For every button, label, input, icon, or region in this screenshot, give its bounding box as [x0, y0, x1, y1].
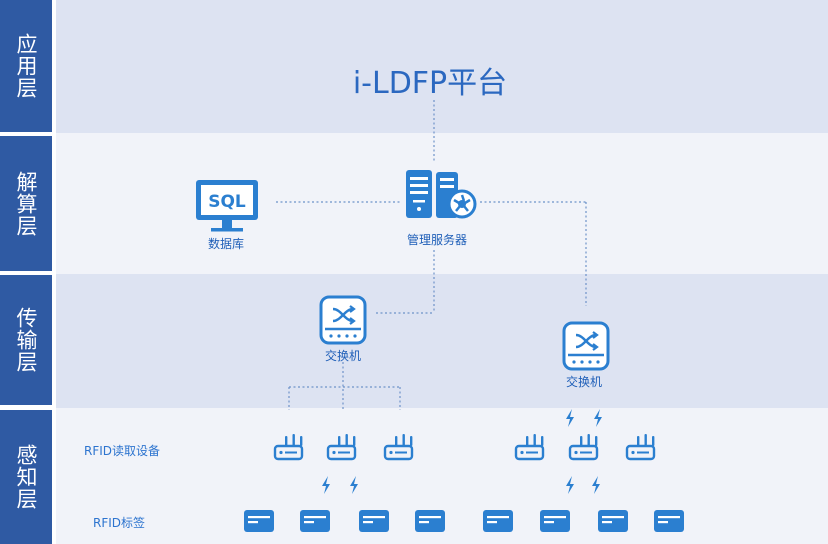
rfid-tag-icon — [359, 510, 389, 532]
rfid-tag-icon — [654, 510, 684, 532]
switch-left-label: 交换机 — [324, 349, 361, 363]
transport-layer-band — [56, 274, 828, 408]
rfid-reader-icon — [568, 432, 599, 461]
rfid-tag-icon — [483, 510, 513, 532]
rfid-tag-icon — [415, 510, 445, 532]
switch-right-label: 交换机 — [565, 375, 602, 389]
rfid-reader-icon — [383, 432, 414, 461]
rfid-reader-icon — [326, 432, 357, 461]
rfid-tag-icon — [540, 510, 570, 532]
rfid-tag-icon — [300, 510, 330, 532]
server-icon — [406, 170, 477, 219]
wireless-signal-icon — [566, 476, 574, 494]
rfid-reader-row-label: RFID读取设备 — [84, 444, 161, 458]
database-icon: SQL — [196, 180, 258, 232]
perception-layer-label: 感知层 — [0, 410, 52, 544]
database-label: 数据库 — [207, 237, 244, 251]
wireless-signal-icon — [350, 476, 358, 494]
application-layer-label: 应用层 — [0, 0, 52, 132]
transport-layer-label: 传输层 — [0, 275, 52, 405]
rfid-tag-icon — [244, 510, 274, 532]
computation-layer-label: 解算层 — [0, 136, 52, 271]
wireless-signal-icon — [566, 409, 574, 427]
rfid-reader-icon — [273, 432, 304, 461]
rfid-tag-row-label: RFID标签 — [93, 516, 146, 530]
connection-lines — [276, 100, 587, 410]
wireless-signal-icon — [322, 476, 330, 494]
wireless-signal-icon — [592, 476, 600, 494]
rfid-tag-icon — [598, 510, 628, 532]
application-layer-band — [56, 0, 828, 133]
platform-title: i-LDFP平台 — [352, 66, 508, 101]
sql-icon-text: SQL — [208, 192, 246, 212]
server-label: 管理服务器 — [406, 233, 467, 247]
switch-left-icon — [319, 295, 367, 345]
switch-right-icon — [562, 321, 610, 371]
rfid-reader-icon — [514, 432, 545, 461]
rfid-reader-icon — [625, 432, 656, 461]
wireless-signal-icon — [594, 409, 602, 427]
